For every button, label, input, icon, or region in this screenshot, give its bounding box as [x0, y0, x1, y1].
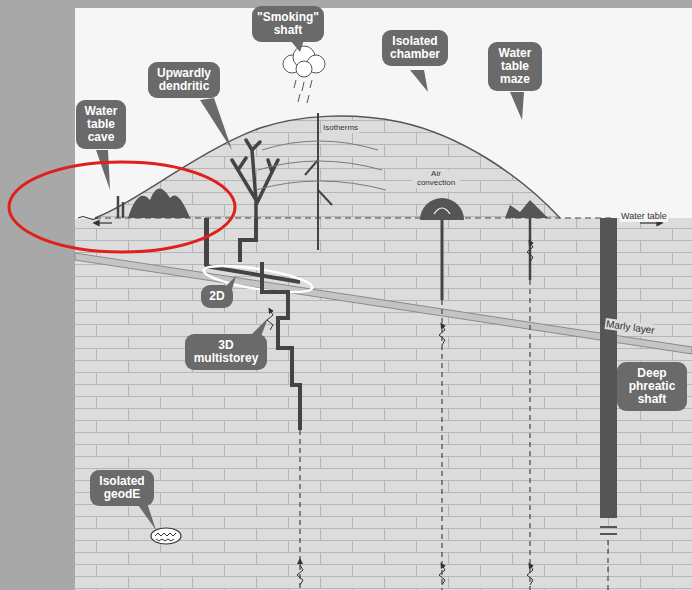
callout-bubble: "Smoking" shaft: [252, 6, 324, 42]
annotation-label: Isotherms: [322, 124, 359, 133]
callout-bubble: 2D: [201, 285, 233, 308]
callout-text: "Smoking" shaft: [257, 11, 319, 37]
callout-text: 3D multistorey: [190, 339, 262, 365]
callout-bubble: Isolated chamber: [382, 30, 448, 66]
callout-text: Upwardly dendritic: [153, 67, 215, 93]
callout-text: Isolated geodE: [95, 475, 149, 501]
callout-text: Deep phreatic shaft: [622, 367, 682, 406]
annotation-label: Air convection: [412, 170, 460, 188]
callout-bubble: Water table maze: [488, 42, 542, 91]
callout-text: Isolated chamber: [387, 35, 443, 61]
callout-text: 2D: [206, 290, 228, 303]
callout-bubble: Isolated geodE: [90, 470, 154, 506]
callout-bubble: Water table cave: [76, 100, 126, 149]
callout-text: Water table maze: [493, 47, 537, 86]
callout-bubble: 3D multistorey: [185, 334, 267, 370]
annotation-label: Water table: [620, 212, 668, 222]
callout-bubble: Upwardly dendritic: [148, 62, 220, 98]
callout-bubble: Deep phreatic shaft: [617, 362, 687, 411]
callout-text: Water table cave: [81, 105, 121, 144]
